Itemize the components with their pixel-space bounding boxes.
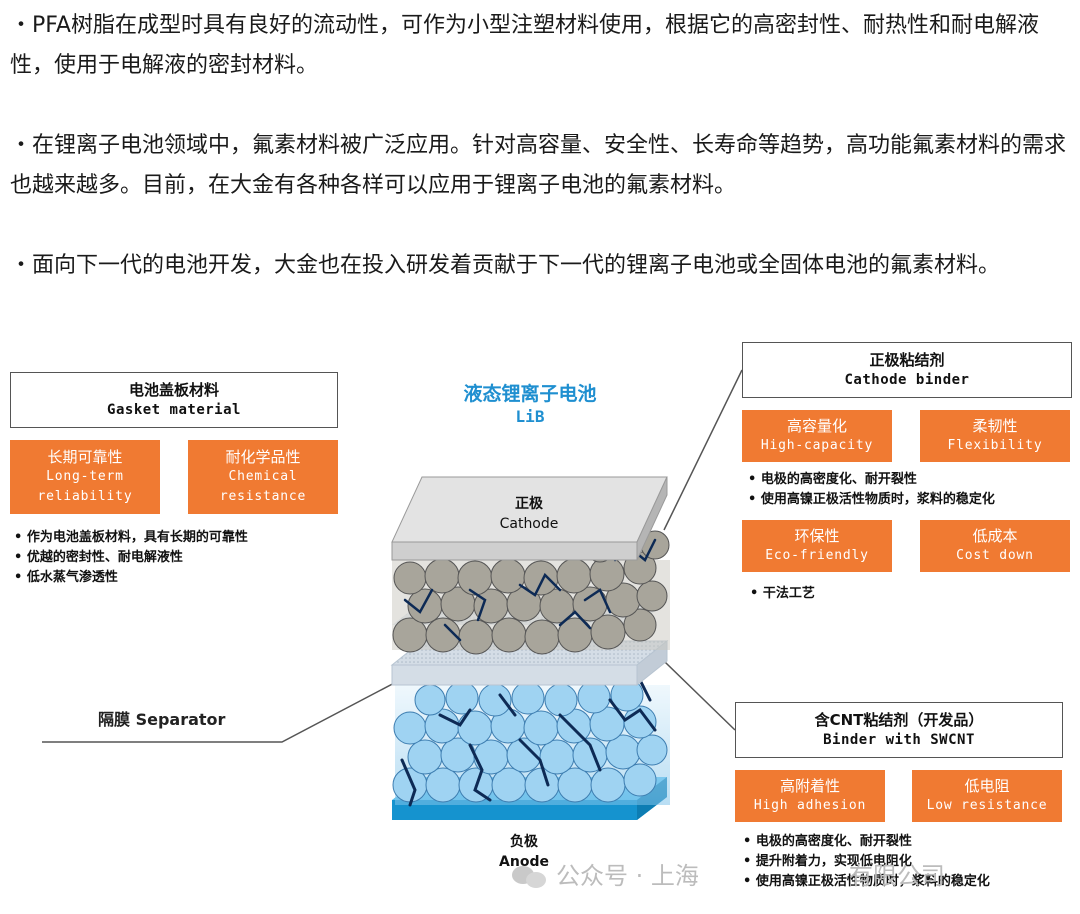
gasket-title-zh: 电池盖板材料 bbox=[128, 381, 219, 399]
diagram-title-zh: 液态锂离子电池 bbox=[463, 383, 597, 405]
bullet-item: • 电极的高密度化、耐开裂性 bbox=[743, 834, 912, 849]
separator-label: 隔膜 Separator bbox=[98, 710, 226, 729]
cathode-binder-title-zh: 正极粘结剂 bbox=[869, 351, 945, 369]
bullet-item: • 提升附着力，实现低电阻化 bbox=[743, 854, 912, 869]
feature-en: Chemical bbox=[228, 469, 298, 484]
paragraph-lib-fluoro: ・在锂离子电池领域中，氟素材料被广泛应用。针对高容量、安全性、长寿命等趋势，高功… bbox=[10, 133, 1067, 198]
diagram-title-en: LiB bbox=[515, 407, 545, 426]
gasket-title-en: Gasket material bbox=[107, 402, 241, 418]
watermark-text: 公众号 · 上海 bbox=[556, 862, 699, 890]
feature-en: reliability bbox=[37, 489, 133, 504]
feature-en: Low resistance bbox=[926, 798, 1048, 813]
cnt-bullets: • 电极的高密度化、耐开裂性 • 提升附着力，实现低电阻化 • 使用高镍正极活性… bbox=[743, 832, 990, 892]
wechat-icon bbox=[512, 864, 548, 890]
cathode-feature-high-capacity: 高容量化 High-capacity bbox=[742, 410, 892, 462]
gasket-material-box: 电池盖板材料 Gasket material bbox=[10, 372, 338, 428]
anode-label: 负极 Anode bbox=[474, 832, 574, 872]
feature-zh: 耐化学品性 bbox=[225, 448, 301, 466]
diagram-title: 液态锂离子电池 LiB bbox=[440, 382, 620, 428]
feature-en: Cost down bbox=[956, 548, 1034, 563]
cathode-feature-flexibility: 柔韧性 Flexibility bbox=[920, 410, 1070, 462]
anode-layer bbox=[392, 678, 670, 820]
feature-en: Long-term bbox=[46, 469, 124, 484]
cathode-layer bbox=[391, 476, 670, 655]
cathode-label-en: Cathode bbox=[499, 516, 559, 532]
cathode-binder-title-en: Cathode binder bbox=[844, 372, 970, 388]
feature-en: resistance bbox=[219, 489, 307, 504]
cathode-feature-eco-friendly: 环保性 Eco-friendly bbox=[742, 520, 892, 572]
feature-zh: 低成本 bbox=[972, 527, 1018, 545]
feature-en: Flexibility bbox=[947, 438, 1043, 453]
feature-zh: 高容量化 bbox=[786, 417, 847, 435]
cathode-label-zh: 正极 bbox=[515, 496, 543, 512]
cathode-binder-box: 正极粘结剂 Cathode binder bbox=[742, 342, 1072, 398]
anode-label-zh: 负极 bbox=[510, 834, 538, 850]
watermark-text-tail: 有限公司 bbox=[848, 862, 945, 890]
cathode-label: 正极 Cathode bbox=[479, 494, 579, 534]
bullet-item: • 干法工艺 bbox=[750, 586, 815, 601]
bullet-item: • 使用高镍正极活性物质时，浆料的稳定化 bbox=[748, 492, 995, 507]
paragraph-next-gen: ・面向下一代的电池开发，大金也在投入研发着贡献于下一代的锂离子电池或全固体电池的… bbox=[10, 253, 1001, 278]
cnt-feature-high-adhesion: 高附着性 High adhesion bbox=[735, 770, 885, 822]
anode-label-en: Anode bbox=[499, 854, 549, 870]
paragraph-pfa: ・PFA树脂在成型时具有良好的流动性，可作为小型注塑材料使用，根据它的高密封性、… bbox=[10, 13, 1039, 78]
feature-en: High-capacity bbox=[760, 438, 874, 453]
feature-en: Eco-friendly bbox=[765, 548, 869, 563]
gasket-feature-chemical: 耐化学品性 Chemical resistance bbox=[188, 440, 338, 514]
bullet-item: • 优越的密封性、耐电解液性 bbox=[14, 550, 183, 565]
bullet-item: • 使用高镍正极活性物质时，浆料的稳定化 bbox=[743, 874, 990, 889]
gasket-feature-long-term: 长期可靠性 Long-term reliability bbox=[10, 440, 160, 514]
watermark: 公众号 · 上海 有限公司 bbox=[512, 856, 945, 891]
feature-zh: 柔韧性 bbox=[972, 417, 1018, 435]
bullet-item: • 电极的高密度化、耐开裂性 bbox=[748, 472, 917, 487]
cnt-binder-box: 含CNT粘结剂（开发品） Binder with SWCNT bbox=[735, 702, 1063, 758]
cathode-bullets-top: • 电极的高密度化、耐开裂性 • 使用高镍正极活性物质时，浆料的稳定化 bbox=[748, 470, 995, 510]
cnt-binder-title-zh: 含CNT粘结剂（开发品） bbox=[814, 711, 984, 729]
gasket-bullets: • 作为电池盖板材料，具有长期的可靠性 • 优越的密封性、耐电解液性 • 低水蒸… bbox=[14, 528, 248, 588]
feature-en: High adhesion bbox=[753, 798, 867, 813]
feature-zh: 高附着性 bbox=[779, 777, 840, 795]
bullet-item: • 作为电池盖板材料，具有长期的可靠性 bbox=[14, 530, 248, 545]
feature-zh: 环保性 bbox=[794, 527, 840, 545]
feature-zh: 低电阻 bbox=[964, 777, 1010, 795]
cathode-feature-cost-down: 低成本 Cost down bbox=[920, 520, 1070, 572]
cnt-feature-low-resistance: 低电阻 Low resistance bbox=[912, 770, 1062, 822]
bullet-item: • 低水蒸气渗透性 bbox=[14, 570, 118, 585]
cnt-binder-title-en: Binder with SWCNT bbox=[823, 732, 975, 748]
feature-zh: 长期可靠性 bbox=[47, 448, 123, 466]
cathode-bullets-bottom: • 干法工艺 bbox=[750, 584, 815, 604]
